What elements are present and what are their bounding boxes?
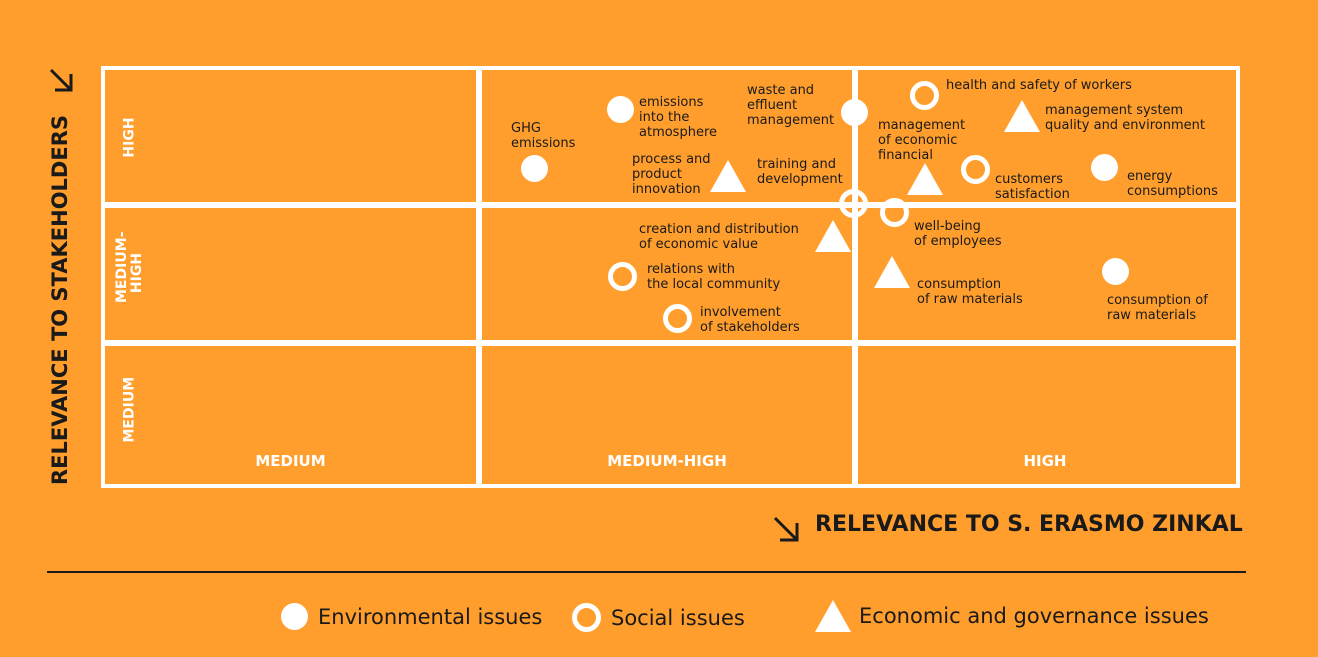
legend-economic: Economic and governance issues (815, 600, 1209, 632)
environmental-issue-marker (841, 99, 868, 126)
legend-label: Social issues (611, 605, 745, 630)
x-axis-title: RELEVANCE TO S. ERASMO ZINKAL (815, 512, 1243, 537)
social-issue-marker (910, 81, 939, 110)
issue-label: management of economic financial (878, 118, 966, 163)
legend-label: Environmental issues (318, 604, 543, 629)
issue-label: management system quality and environmen… (1045, 103, 1205, 133)
issue-label: process and product innovation (632, 152, 711, 197)
social-issue-marker (839, 189, 868, 218)
issue-label: relations with the local community (647, 262, 781, 292)
economic-issue-marker (1004, 100, 1040, 132)
issue-label: involvement of stakeholders (700, 305, 800, 335)
grid-divider (101, 340, 1240, 346)
issue-label: energy consumptions (1127, 169, 1218, 199)
social-issue-marker (961, 155, 990, 184)
environmental-issue-marker (607, 96, 634, 123)
legend-label: Economic and governance issues (859, 604, 1209, 628)
column-label-high: HIGH (1023, 452, 1067, 470)
issue-label: well-being of employees (914, 219, 1002, 249)
economic-issue-marker (907, 163, 943, 195)
column-label-medium: MEDIUM (255, 452, 326, 470)
social-issue-marker (880, 198, 909, 227)
issue-label: training and development (757, 157, 843, 187)
materiality-matrix (101, 66, 1240, 488)
circle-outline-icon (572, 603, 601, 632)
economic-issue-marker (874, 256, 910, 288)
legend-social: Social issues (572, 603, 745, 632)
legend-environmental: Environmental issues (281, 603, 542, 630)
row-label-medium: MEDIUM (121, 376, 138, 443)
environmental-issue-marker (521, 155, 548, 182)
issue-label: consumption of raw materials (1107, 293, 1208, 323)
grid-divider (852, 66, 858, 488)
issue-label: creation and distribution of economic va… (639, 222, 799, 252)
environmental-issue-marker (1102, 258, 1129, 285)
economic-issue-marker (815, 220, 851, 252)
row-label-medium-high: MEDIUM- HIGH (114, 231, 145, 303)
issue-label: emissions into the atmosphere (639, 95, 717, 140)
row-label-high: HIGH (121, 117, 138, 158)
y-axis-title: RELEVANCE TO STAKEHOLDERS (48, 114, 72, 486)
divider (47, 571, 1246, 573)
social-issue-marker (608, 262, 637, 291)
grid-divider (476, 66, 482, 488)
arrow-down-right-icon (773, 516, 799, 542)
circle-filled-icon (281, 603, 308, 630)
triangle-icon (815, 600, 851, 632)
issue-label: consumption of raw materials (917, 277, 1023, 307)
arrow-down-right-icon (49, 68, 73, 92)
economic-issue-marker (710, 160, 746, 192)
issue-label: GHG emissions (511, 121, 576, 151)
issue-label: waste and effluent management (747, 83, 835, 128)
issue-label: health and safety of workers (946, 78, 1132, 93)
grid-divider (101, 202, 1240, 208)
issue-label: customers satisfaction (995, 172, 1070, 202)
social-issue-marker (663, 304, 692, 333)
column-label-medium-high: MEDIUM-HIGH (607, 452, 727, 470)
environmental-issue-marker (1091, 154, 1118, 181)
